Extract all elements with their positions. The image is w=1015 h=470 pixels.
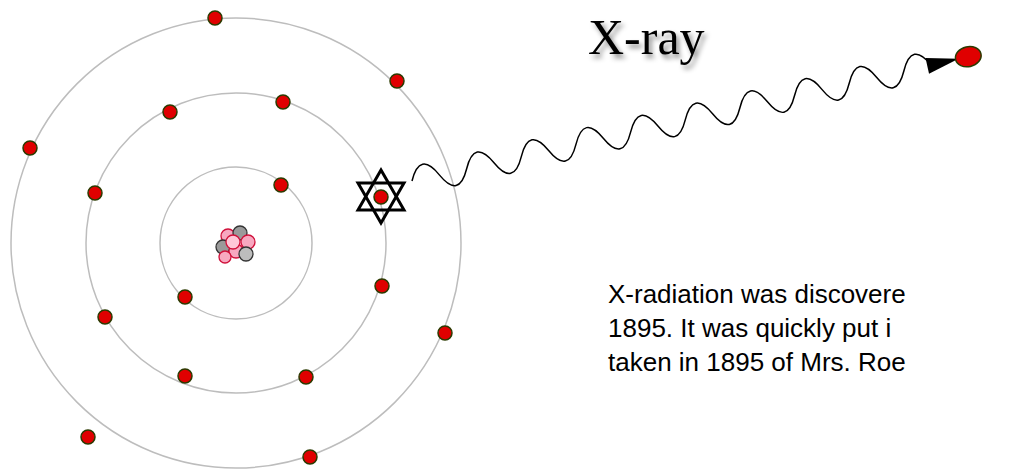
ejected-electron — [953, 44, 983, 69]
nucleus — [216, 226, 255, 263]
middle-orbit — [86, 93, 386, 393]
outer-orbit — [11, 18, 461, 468]
burst-symbol — [358, 170, 404, 223]
electrons — [23, 11, 452, 464]
title: X-ray — [588, 8, 705, 66]
inner-orbit — [160, 167, 312, 319]
arrowhead — [926, 51, 961, 74]
caption-text-line: taken in 1895 of Mrs. Roe — [608, 346, 906, 378]
caption-text-line: X-radiation was discovere — [608, 278, 906, 310]
caption-text-line: 1895. It was quickly put i — [608, 312, 891, 344]
